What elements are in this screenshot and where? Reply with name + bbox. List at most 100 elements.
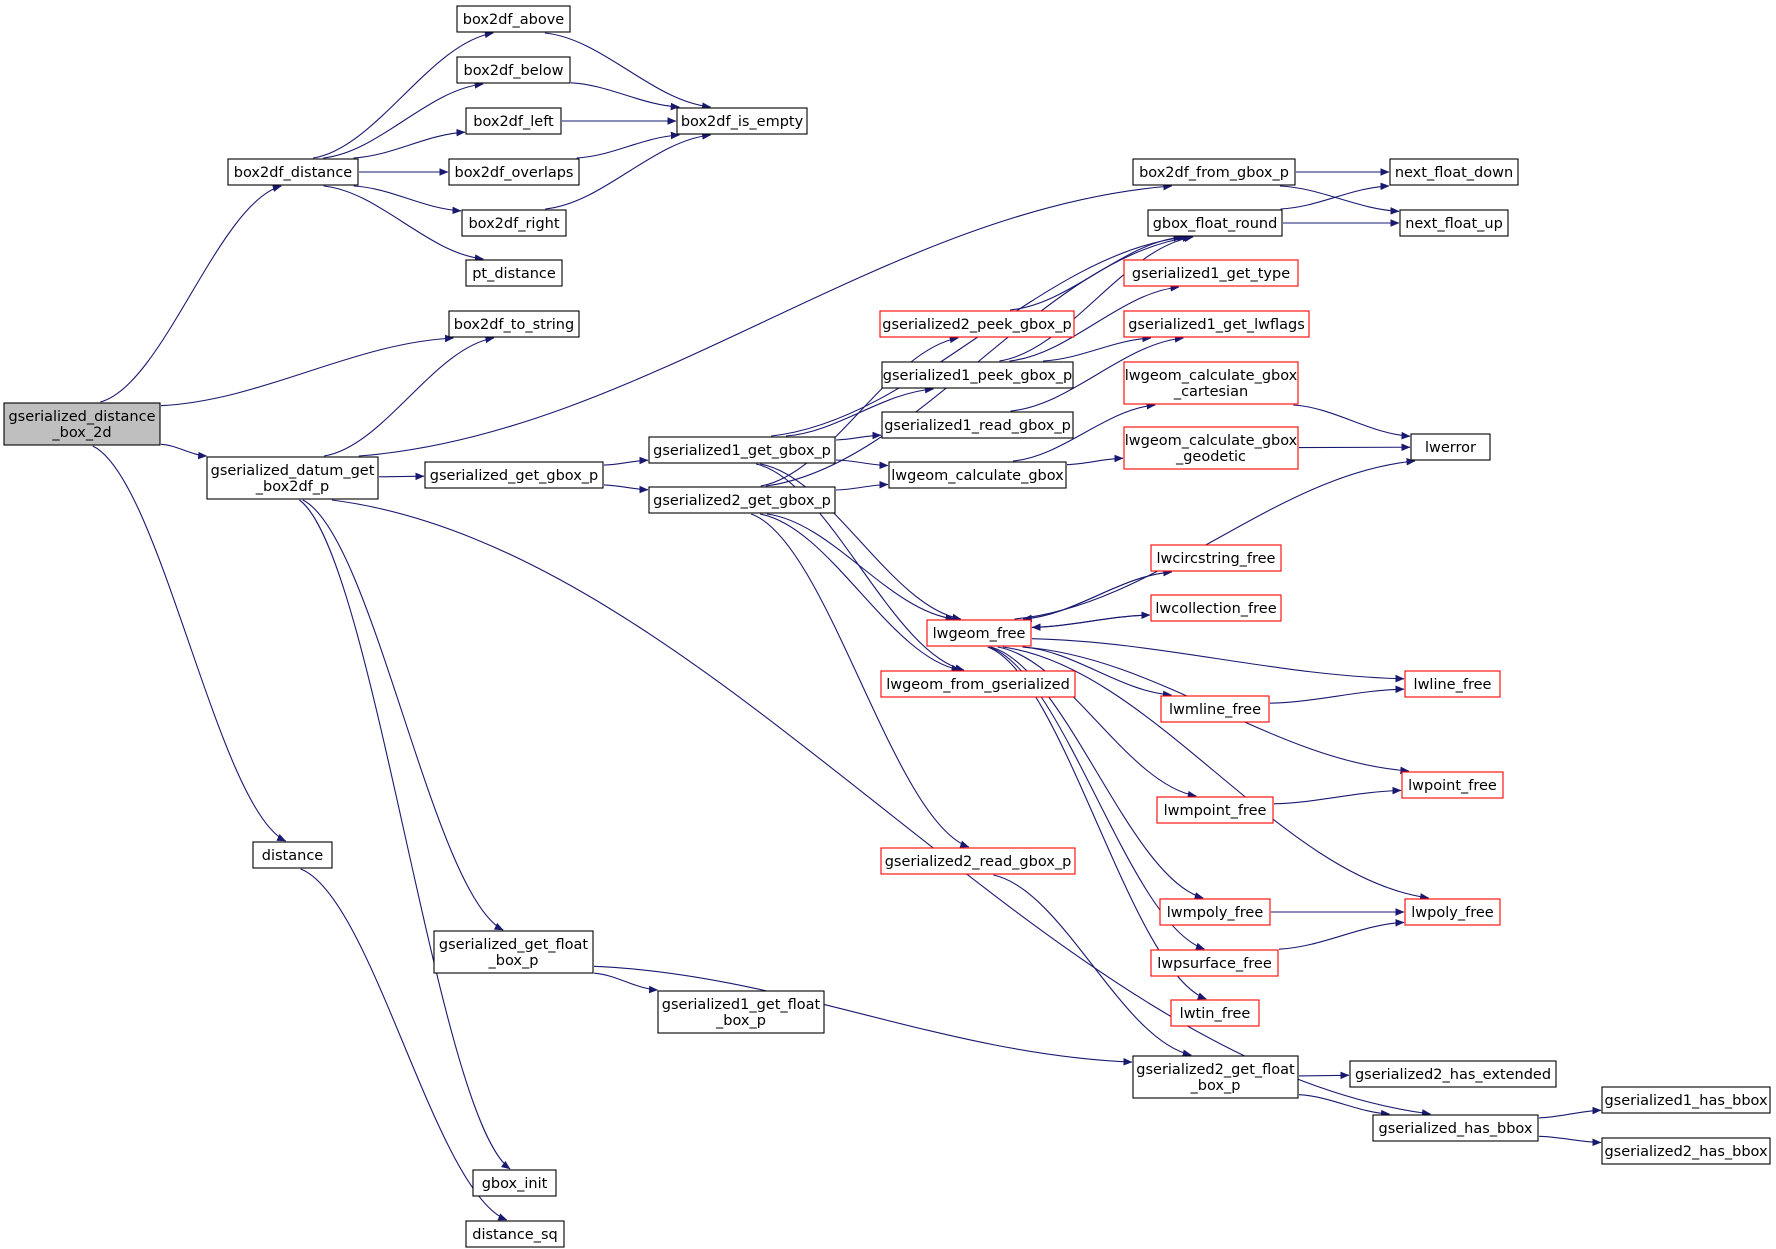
node-gs1read[interactable]: gserialized1_read_gbox_p (881, 411, 1074, 439)
node-label: lwcollection_free (1155, 601, 1276, 617)
node-box (880, 847, 1076, 875)
node-b2dempty[interactable]: box2df_is_empty (676, 107, 808, 135)
edge-lwmlinefree-to-lwlinefree (1269, 685, 1405, 704)
node-label: box2df_above (463, 12, 565, 28)
node-label: gserialized1_peek_gbox_p (883, 368, 1072, 384)
node-lwcollfree[interactable]: lwcollection_free (1150, 594, 1282, 622)
node-gs1type[interactable]: gserialized1_get_type (1123, 259, 1299, 287)
edge-arrow (993, 874, 1192, 1057)
node-lwpointfree[interactable]: lwpoint_free (1401, 771, 1504, 799)
node-label: gbox_init (482, 1176, 548, 1192)
node-gshasbbox[interactable]: gserialized_has_bbox (1372, 1114, 1539, 1142)
node-label: _box_p (488, 953, 539, 969)
edge-arrow (759, 513, 961, 673)
node-lwmlinefree[interactable]: lwmline_free (1160, 695, 1270, 723)
node-box (227, 158, 359, 186)
node-gsgetfloat[interactable]: gserialized_get_float_box_p (433, 930, 594, 974)
edge-arrow (766, 513, 955, 622)
node-box (1410, 433, 1491, 461)
node-gs2read[interactable]: gserialized2_read_gbox_p (880, 847, 1076, 875)
node-gsdatum[interactable]: gserialized_datum_get_box2df_p (206, 456, 379, 500)
node-lwerror[interactable]: lwerror (1410, 433, 1491, 461)
node-label: lwerror (1425, 440, 1476, 456)
node-box (1123, 310, 1310, 338)
node-gboxround[interactable]: gbox_float_round (1147, 209, 1283, 237)
edge-gsdb2d-to-b2ddist (100, 184, 282, 403)
edge-gs1getgbox-to-lwcalc (835, 459, 889, 470)
node-lwcircfree[interactable]: lwcircstring_free (1150, 544, 1282, 572)
node-gs2ext[interactable]: gserialized2_has_extended (1349, 1060, 1557, 1088)
node-gs2getfloat[interactable]: gserialized2_get_float_box_p (1132, 1055, 1299, 1099)
node-lwmpointfree[interactable]: lwmpoint_free (1156, 796, 1274, 824)
node-gs1hasbbox[interactable]: gserialized1_has_bbox (1601, 1086, 1771, 1114)
node-label: lwmpoly_free (1167, 905, 1264, 921)
node-label: lwcircstring_free (1157, 551, 1276, 567)
edge-arrow (100, 184, 282, 403)
node-gs1getfloat[interactable]: gserialized1_get_float_box_p (657, 990, 825, 1034)
node-label: gserialized_get_gbox_p (430, 468, 599, 484)
node-ptdist[interactable]: pt_distance (465, 259, 563, 287)
edge-arrow (160, 334, 454, 407)
node-lwcalcgeo[interactable]: lwgeom_calculate_gbox_geodetic (1123, 426, 1299, 470)
node-gs2peek[interactable]: gserialized2_peek_gbox_p (879, 310, 1075, 338)
edge-arrow (92, 445, 287, 842)
edge-arrow (576, 131, 680, 159)
edge-lwcalc-to-lwcalccart (1012, 402, 1156, 462)
node-b2dstr[interactable]: box2df_to_string (448, 310, 580, 338)
node-lwpolyfree[interactable]: lwpoly_free (1404, 898, 1501, 926)
node-b2dbelow[interactable]: box2df_below (456, 56, 571, 84)
node-box (1170, 999, 1260, 1027)
node-distance[interactable]: distance (252, 841, 333, 869)
node-gs1lwflags[interactable]: gserialized1_get_lwflags (1123, 310, 1310, 338)
node-box (1372, 1114, 1539, 1142)
edge-arrow (593, 972, 659, 994)
node-box (1156, 796, 1274, 824)
node-label: gserialized1_get_gbox_p (653, 443, 831, 459)
node-lwgeomfree[interactable]: lwgeom_free (926, 619, 1032, 647)
edge-lwpsurffree-to-lwpolyfree (1278, 919, 1405, 950)
node-label: box2df_to_string (454, 317, 574, 333)
edge-arrow (751, 513, 970, 848)
node-b2ddist[interactable]: box2df_distance (227, 158, 359, 186)
edge-gsdb2d-to-b2dstr (160, 334, 454, 407)
edge-arrow (603, 484, 649, 494)
node-gs2getgbox[interactable]: gserialized2_get_gbox_p (648, 486, 836, 514)
node-lwcalccart[interactable]: lwgeom_calculate_gbox_cartesian (1123, 361, 1299, 405)
node-lwmpolyfree[interactable]: lwmpoly_free (1159, 898, 1271, 926)
edge-b2ddist-to-ptdist (323, 185, 484, 262)
node-b2dleft[interactable]: box2df_left (465, 107, 562, 135)
node-gsgetgbox[interactable]: gserialized_get_gbox_p (424, 461, 604, 489)
node-label: _box2df_p (255, 479, 329, 495)
node-label: gserialized_distance (8, 409, 155, 425)
node-box (206, 456, 379, 500)
node-gs2hasbbox[interactable]: gserialized2_has_bbox (1601, 1137, 1771, 1165)
node-lwfromgs[interactable]: lwgeom_from_gserialized (880, 670, 1076, 698)
edge-gs2getgbox-to-gs2peek (760, 335, 959, 487)
node-box (881, 411, 1074, 439)
node-gs1peek[interactable]: gserialized1_peek_gbox_p (881, 361, 1074, 389)
node-nextdown[interactable]: next_float_down (1389, 158, 1519, 186)
node-lwtinfree[interactable]: lwtin_free (1170, 999, 1260, 1027)
node-box (1159, 898, 1271, 926)
node-gs1getgbox[interactable]: gserialized1_get_gbox_p (648, 436, 836, 464)
node-lwlinefree[interactable]: lwline_free (1404, 670, 1501, 698)
edge-arrow (1538, 1106, 1602, 1119)
node-lwcalc[interactable]: lwgeom_calculate_gbox (888, 461, 1067, 489)
edge-arrow (1298, 1071, 1350, 1080)
node-nextup[interactable]: next_float_up (1399, 209, 1509, 237)
edge-arrow (160, 443, 208, 460)
edge-arrow (1278, 919, 1405, 950)
node-b2dright[interactable]: box2df_right (461, 209, 567, 237)
node-b2dabove[interactable]: box2df_above (456, 5, 571, 33)
node-box (252, 841, 333, 869)
edge-arrow (593, 965, 1133, 1066)
node-gsdb2d[interactable]: gserialized_distance_box_2d (3, 402, 161, 446)
edge-gsdatum-to-gsgetfloat (302, 499, 504, 931)
node-lwpsurffree[interactable]: lwpsurface_free (1150, 949, 1279, 977)
node-distsq[interactable]: distance_sq (465, 1220, 565, 1248)
node-gboxinit[interactable]: gbox_init (472, 1169, 557, 1197)
node-b2dfromgbox[interactable]: box2df_from_gbox_p (1132, 158, 1296, 186)
edge-arrow (1022, 646, 1172, 699)
node-b2doverlaps[interactable]: box2df_overlaps (448, 158, 580, 186)
edge-gs2getgbox-to-lwcalc (835, 480, 889, 491)
